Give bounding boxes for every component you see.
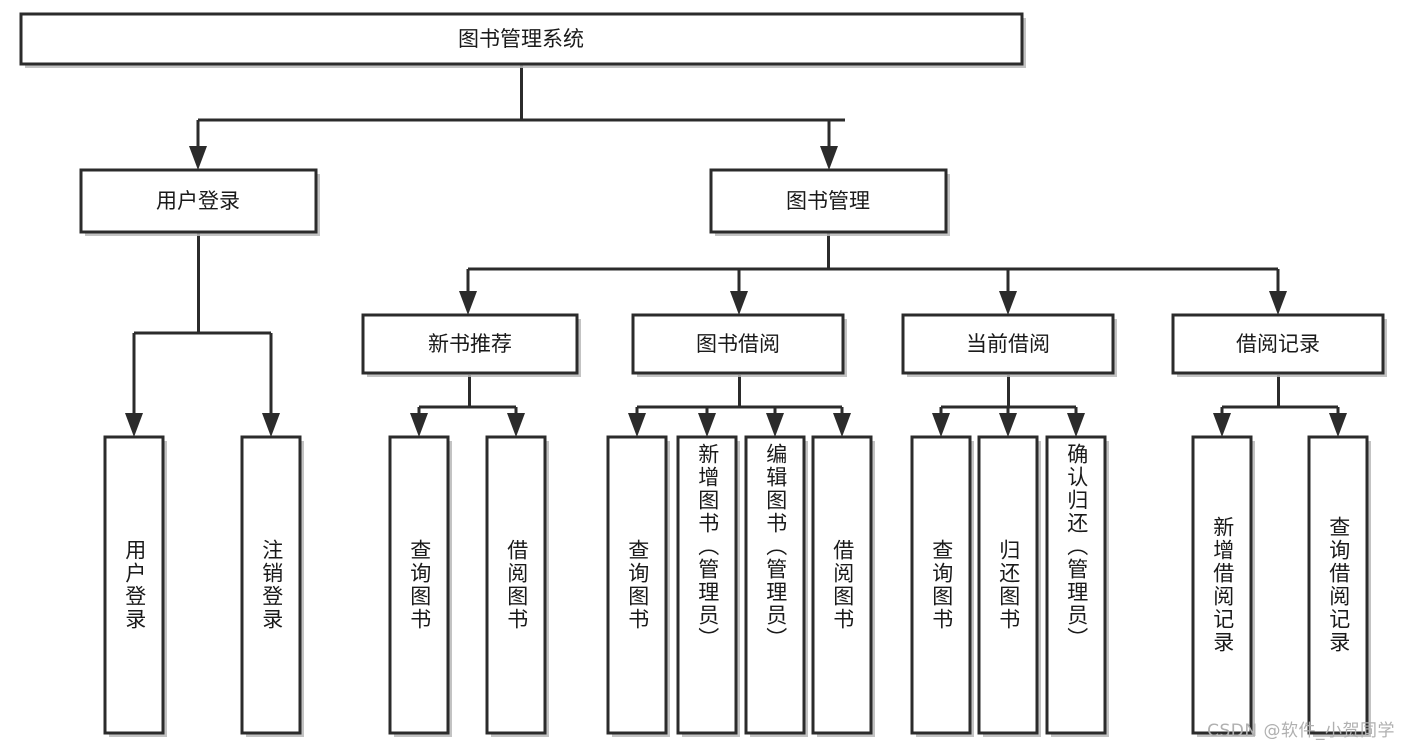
arrow-level2-current-borrow — [999, 291, 1017, 315]
arrow-userlogin-leaf-2 — [262, 413, 280, 437]
node-borrow-record[interactable]: 借阅记录 — [1171, 313, 1387, 377]
node-current-borrow-box[interactable] — [901, 313, 1115, 375]
csdn-watermark: CSDN @软件_小贺同学 — [1207, 721, 1395, 741]
arrow-borrowrecord-leaf-1 — [1213, 413, 1231, 437]
leaf-borrowrecord-query-box[interactable] — [1307, 435, 1369, 735]
leaf-newbook-borrow-box[interactable] — [485, 435, 547, 735]
arrow-userlogin-leaf-1 — [125, 413, 143, 437]
arrow-root-to-user-login — [189, 146, 207, 170]
node-book-manage-box[interactable] — [709, 168, 948, 234]
leaf-user-logout-box[interactable] — [240, 435, 302, 735]
node-book-borrow[interactable]: 图书借阅 — [631, 313, 847, 377]
node-book-manage[interactable]: 图书管理 — [709, 168, 950, 236]
node-borrow-record-label: 借阅记录 — [1236, 332, 1320, 356]
node-current-borrow[interactable]: 当前借阅 — [901, 313, 1117, 377]
leaf-newbook-query-box[interactable] — [388, 435, 450, 735]
node-current-borrow-label: 当前借阅 — [966, 332, 1050, 356]
arrow-newbook-leaf-1 — [410, 413, 428, 437]
arrow-borrowrecord-leaf-2 — [1329, 413, 1347, 437]
leaf-bookborrow-edit-box[interactable] — [744, 435, 806, 735]
node-book-manage-label: 图书管理 — [786, 189, 870, 213]
node-new-book-recommend-box[interactable] — [361, 313, 579, 375]
leaf-currentborrow-confirm-box[interactable] — [1045, 435, 1107, 735]
connector-layer — [125, 64, 1347, 437]
node-new-book-recommend[interactable]: 新书推荐 — [361, 313, 581, 377]
arrow-bookborrow-leaf-3 — [766, 413, 784, 437]
leaf-currentborrow-return-box[interactable] — [977, 435, 1039, 735]
arrow-bookborrow-leaf-2 — [698, 413, 716, 437]
arrow-bookborrow-leaf-4 — [833, 413, 851, 437]
arrow-newbook-leaf-2 — [507, 413, 525, 437]
leaf-currentborrow-query-box[interactable] — [910, 435, 972, 735]
node-root[interactable]: 图书管理系统 — [19, 12, 1026, 68]
node-root-label: 图书管理系统 — [458, 27, 584, 51]
arrow-currentborrow-leaf-3 — [1067, 413, 1085, 437]
leaf-borrowrecord-add-box[interactable] — [1191, 435, 1253, 735]
leaf-bookborrow-borrow-box[interactable] — [811, 435, 873, 735]
arrow-root-to-book-manage — [820, 146, 838, 170]
node-user-login-box[interactable] — [79, 168, 318, 234]
node-user-login[interactable]: 用户登录 — [79, 168, 320, 236]
leaf-boxes-layer — [103, 435, 1371, 737]
arrow-level2-book-borrow — [730, 291, 748, 315]
node-root-box[interactable] — [19, 12, 1024, 66]
arrow-currentborrow-leaf-2 — [999, 413, 1017, 437]
leaf-bookborrow-query-box[interactable] — [606, 435, 668, 735]
leaf-bookborrow-add-box[interactable] — [676, 435, 738, 735]
node-user-login-label: 用户登录 — [156, 189, 240, 213]
arrow-level2-borrow-record — [1269, 291, 1287, 315]
node-borrow-record-box[interactable] — [1171, 313, 1385, 375]
node-new-book-recommend-label: 新书推荐 — [428, 332, 512, 356]
node-book-borrow-label: 图书借阅 — [696, 332, 780, 356]
node-book-borrow-box[interactable] — [631, 313, 845, 375]
arrow-bookborrow-leaf-1 — [628, 413, 646, 437]
arrow-level2-new-book — [459, 291, 477, 315]
leaf-user-login-box[interactable] — [103, 435, 165, 735]
arrow-currentborrow-leaf-1 — [932, 413, 950, 437]
